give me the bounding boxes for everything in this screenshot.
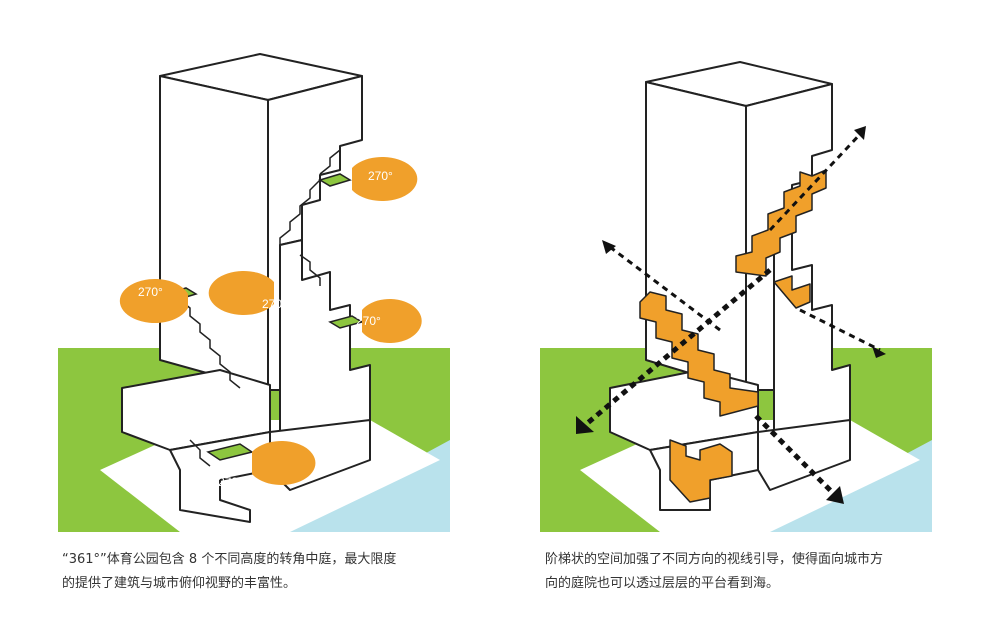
badge-1: 270° [352, 157, 418, 201]
right-caption: 阶梯状的空间加强了不同方向的视线引导，使得面向城市方 向的庭院也可以透过层层的平… [545, 548, 945, 596]
left-axonometric-drawing: 270° 270° 270° 270° 270° [58, 53, 450, 532]
right-caption-line-2: 向的庭院也可以透过层层的平台看到海。 [545, 576, 780, 591]
sight-line-up-right [768, 128, 866, 232]
sight-line-down-left [582, 268, 772, 428]
right-diagram [520, 40, 950, 540]
sight-line-up-left [605, 242, 721, 332]
arrow-up-right-icon [854, 126, 866, 140]
badge-label: 270° [218, 475, 243, 489]
badge-label: 270° [368, 169, 393, 183]
sight-lines [582, 128, 881, 498]
badge-label: 270° [138, 285, 163, 299]
arrow-to-sea-icon [826, 486, 844, 504]
tower [609, 61, 851, 511]
arrow-down-right-icon [872, 346, 886, 358]
badge-3: 270° [208, 271, 287, 315]
left-caption-line-2: 的提供了建筑与城市俯仰视野的丰富性。 [62, 576, 297, 591]
arrow-heads [576, 126, 886, 504]
left-diagram: 270° 270° 270° 270° 270° [40, 40, 470, 540]
tower [121, 53, 371, 523]
badge-label: 270° [356, 314, 381, 328]
badge-label: 270° [262, 297, 287, 311]
badge-2: 270° [119, 279, 188, 324]
badge-4: 270° [356, 299, 422, 344]
left-caption: “361°”体育公园包含 8 个不同高度的转角中庭，最大限度 的提供了建筑与城市… [62, 548, 462, 596]
arrow-up-left-icon [602, 240, 616, 254]
right-axonometric-drawing [540, 61, 932, 532]
arrow-down-left-icon [576, 416, 594, 434]
right-caption-line-1: 阶梯状的空间加强了不同方向的视线引导，使得面向城市方 [545, 552, 884, 567]
left-caption-line-1: “361°”体育公园包含 8 个不同高度的转角中庭，最大限度 [62, 552, 397, 567]
badge-5: 270° [218, 441, 316, 489]
sight-line-to-sea [754, 414, 838, 498]
stair-cuts [179, 149, 341, 467]
sight-line-down-right [799, 308, 881, 352]
